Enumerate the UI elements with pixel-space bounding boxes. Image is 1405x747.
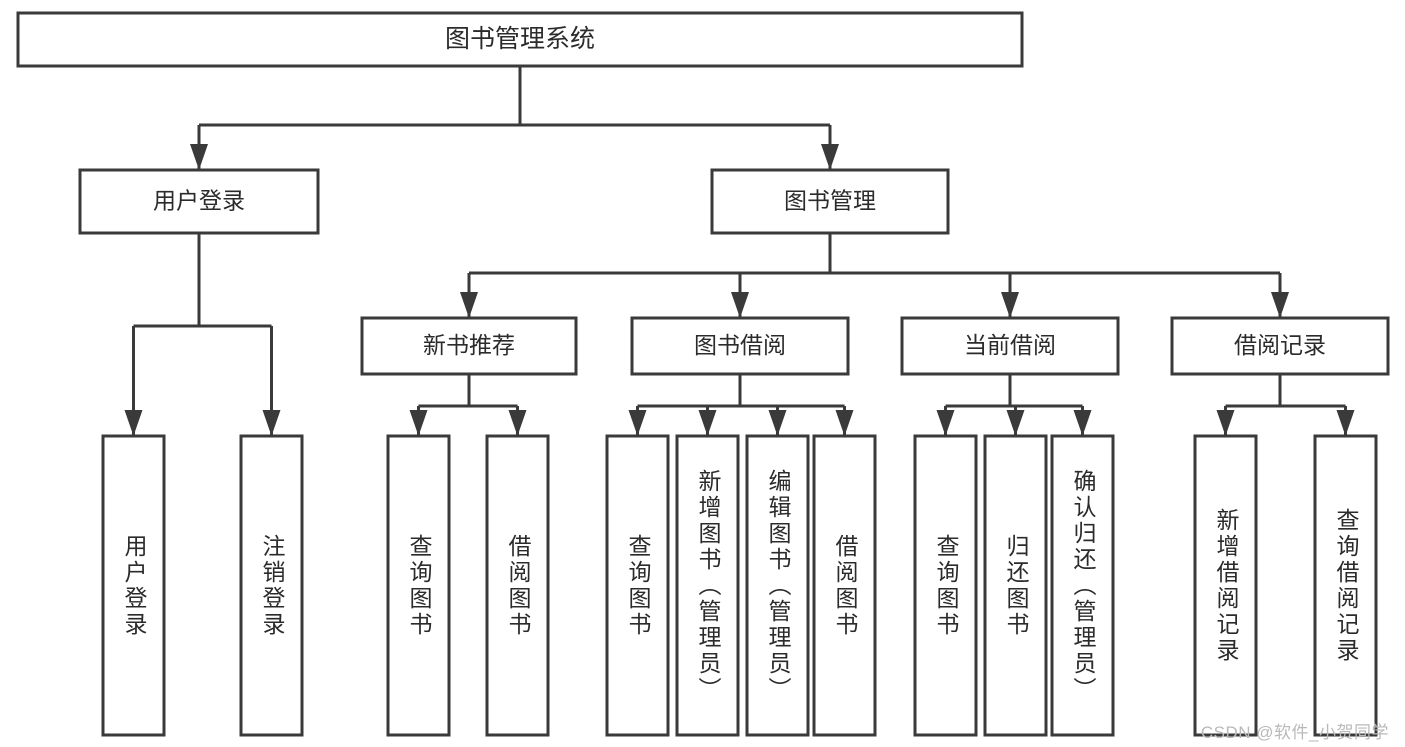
node-box-leaf-query-borrow-record[interactable]: [1313, 434, 1378, 737]
node-label-user-login: 用户登录: [153, 188, 245, 214]
node-box-leaf-add-book[interactable]: [675, 434, 740, 737]
node-box-leaf-edit-book[interactable]: [745, 434, 810, 737]
node-box-leaf-borrow-book-recommend[interactable]: [485, 434, 550, 737]
node-box-leaf-add-borrow-record[interactable]: [1193, 434, 1258, 737]
node-box-new-book-recommend[interactable]: [360, 316, 578, 376]
node-label-book-management: 图书管理: [784, 188, 876, 214]
boxes-layer: [16, 11, 1390, 737]
node-label-borrow-record: 借阅记录: [1234, 332, 1326, 358]
node-box-leaf-query-book-borrow[interactable]: [605, 434, 670, 737]
node-box-leaf-query-book-recommend[interactable]: [386, 434, 451, 737]
node-box-leaf-logout[interactable]: [239, 434, 304, 737]
node-box-user-login[interactable]: [78, 168, 320, 235]
node-box-leaf-borrow-book[interactable]: [812, 434, 877, 737]
node-box-leaf-return-book[interactable]: [983, 434, 1048, 737]
watermark-text: CSDN @软件_小贺同学: [1200, 723, 1389, 742]
node-box-borrow-record[interactable]: [1170, 316, 1390, 376]
node-label-new-book-recommend: 新书推荐: [423, 332, 515, 358]
node-box-leaf-query-book-current[interactable]: [913, 434, 978, 737]
node-label-root: 图书管理系统: [445, 25, 595, 53]
node-box-current-borrow[interactable]: [900, 316, 1120, 376]
node-box-book-management[interactable]: [710, 168, 950, 235]
node-box-leaf-user-login[interactable]: [101, 434, 166, 737]
node-box-leaf-confirm-return[interactable]: [1050, 434, 1115, 737]
node-label-current-borrow: 当前借阅: [964, 332, 1056, 358]
node-label-book-borrow: 图书借阅: [694, 332, 786, 358]
connectors-layer: [124, 66, 1355, 436]
node-box-root[interactable]: [16, 11, 1024, 68]
node-box-book-borrow[interactable]: [630, 316, 850, 376]
